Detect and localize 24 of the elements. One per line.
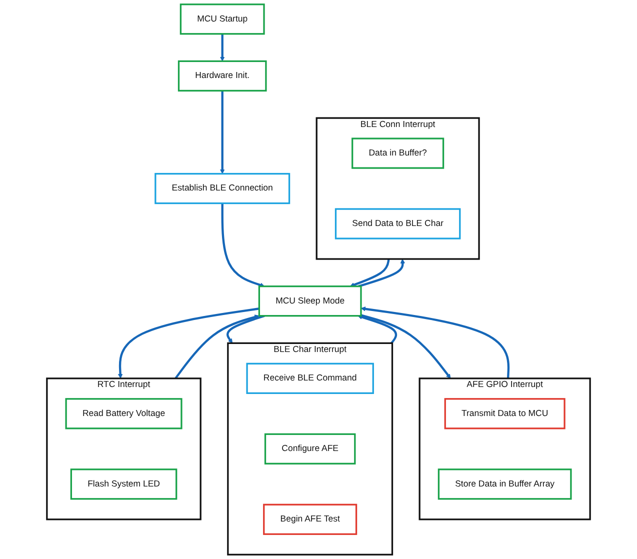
- arrow: [118, 308, 260, 379]
- arrow: [220, 90, 225, 174]
- node-box: Transmit Data to MCU: [444, 398, 566, 430]
- node-box: Store Data in Buffer Array: [438, 468, 572, 500]
- node-box: MCU Startup: [180, 4, 265, 35]
- node-box: Configure AFE: [264, 433, 356, 464]
- node-box: Begin AFE Test: [263, 504, 358, 535]
- node-box: Establish BLE Connection: [154, 172, 290, 204]
- arrow: [360, 306, 510, 378]
- node-box: MCU Sleep Mode: [258, 286, 362, 317]
- arrow: [360, 314, 451, 379]
- node-box: Flash System LED: [70, 468, 178, 500]
- node-box: Send Data to BLE Char: [334, 208, 461, 240]
- arrow: [358, 258, 406, 288]
- arrow: [358, 314, 398, 344]
- arrow: [220, 34, 225, 62]
- node-box: Read Battery Voltage: [65, 398, 182, 430]
- arrow: [350, 258, 390, 288]
- node-box: Hardware Init.: [178, 60, 267, 92]
- node-box: Receive BLE Command: [246, 362, 374, 394]
- arrow: [221, 203, 265, 288]
- arrow: [226, 314, 265, 344]
- node-box: Data in Buffer?: [352, 138, 444, 169]
- arrow: [174, 314, 260, 380]
